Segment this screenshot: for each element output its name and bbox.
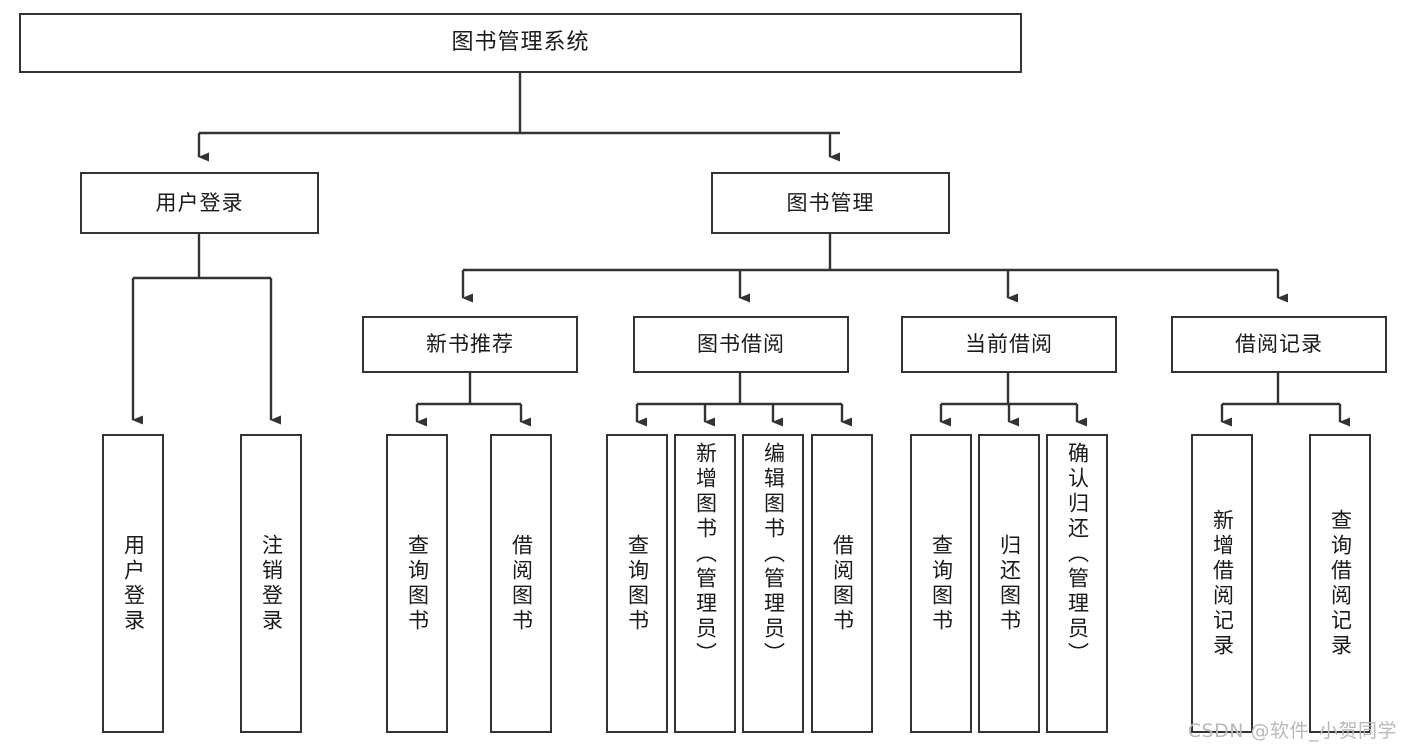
leaf-user-login-logout[interactable]: 注销登录 — [240, 434, 302, 733]
node-current-borrowing[interactable]: 当前借阅 — [901, 316, 1117, 373]
node-label: 新书推荐 — [426, 332, 514, 357]
leaf-current-borrow-query-books[interactable]: 查询图书 — [910, 434, 972, 733]
node-label: 归还图书 — [997, 533, 1022, 634]
node-borrowing-record[interactable]: 借阅记录 — [1171, 316, 1387, 373]
node-label: 查询图书 — [625, 533, 650, 634]
node-book-management[interactable]: 图书管理 — [711, 172, 950, 234]
node-label: 编辑图书（管理员） — [761, 442, 786, 667]
node-label: 借阅记录 — [1235, 332, 1323, 357]
node-label: 新增借阅记录 — [1210, 508, 1235, 659]
leaf-book-borrow-add-book-admin[interactable]: 新增图书（管理员） — [674, 434, 736, 733]
node-label: 查询图书 — [405, 533, 430, 634]
leaf-current-borrow-confirm-return-admin[interactable]: 确认归还（管理员） — [1046, 434, 1108, 733]
node-label: 注销登录 — [259, 533, 284, 634]
leaf-borrow-record-add-record[interactable]: 新增借阅记录 — [1191, 434, 1253, 733]
node-label: 借阅图书 — [830, 533, 855, 634]
leaf-new-book-query-books[interactable]: 查询图书 — [386, 434, 448, 733]
node-label: 图书借阅 — [697, 332, 785, 357]
node-label: 用户登录 — [155, 190, 244, 215]
node-label: 查询图书 — [929, 533, 954, 634]
leaf-new-book-borrow-books[interactable]: 借阅图书 — [490, 434, 552, 733]
node-label: 图书管理系统 — [451, 30, 590, 56]
leaf-book-borrow-borrow-books[interactable]: 借阅图书 — [811, 434, 873, 733]
node-label: 新增图书（管理员） — [693, 442, 718, 667]
node-label: 借阅图书 — [509, 533, 534, 634]
node-root-book-management-system[interactable]: 图书管理系统 — [19, 13, 1022, 73]
node-label: 确认归还（管理员） — [1065, 442, 1090, 667]
node-new-book-recommendation[interactable]: 新书推荐 — [362, 316, 578, 373]
node-user-login[interactable]: 用户登录 — [80, 172, 319, 234]
watermark-text: CSDN @软件_小贺同学 — [1187, 720, 1397, 742]
node-label: 查询借阅记录 — [1328, 508, 1353, 659]
node-label: 当前借阅 — [965, 332, 1053, 357]
leaf-user-login-login[interactable]: 用户登录 — [102, 434, 164, 733]
node-label: 用户登录 — [121, 533, 146, 634]
node-book-borrowing[interactable]: 图书借阅 — [633, 316, 849, 373]
leaf-borrow-record-query-record[interactable]: 查询借阅记录 — [1309, 434, 1371, 733]
leaf-book-borrow-query-books[interactable]: 查询图书 — [606, 434, 668, 733]
leaf-book-borrow-edit-book-admin[interactable]: 编辑图书（管理员） — [742, 434, 804, 733]
node-label: 图书管理 — [786, 190, 875, 215]
leaf-current-borrow-return-books[interactable]: 归还图书 — [978, 434, 1040, 733]
